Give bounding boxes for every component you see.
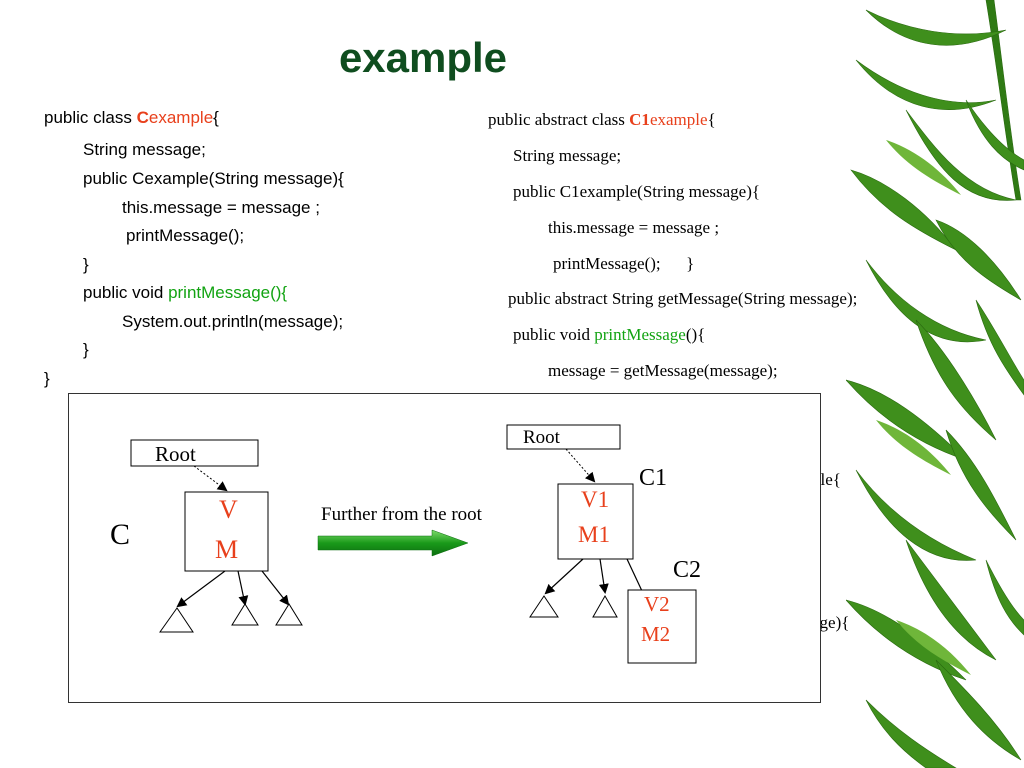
left-code-line-5: printMessage(); bbox=[126, 226, 245, 245]
right-root-box: Root bbox=[506, 424, 621, 450]
right-code-partial-2: age){ bbox=[812, 613, 850, 632]
left-class-node bbox=[184, 491, 269, 572]
c1-m-label: M1 bbox=[578, 522, 610, 547]
arrow-label: Further from the root bbox=[321, 504, 483, 525]
c1-branch-3 bbox=[626, 558, 643, 592]
left-root-label: Root bbox=[155, 442, 196, 466]
c2-class-node bbox=[627, 589, 697, 664]
left-branch-2 bbox=[237, 570, 249, 606]
c2-v-label: V2 bbox=[644, 592, 670, 616]
left-code-line-6: } bbox=[83, 255, 89, 274]
right-code-line-8: message = getMessage(message); bbox=[548, 361, 778, 380]
left-code-line-2: String message; bbox=[83, 140, 206, 159]
left-branch-1 bbox=[176, 570, 226, 608]
right-code-line-2: String message; bbox=[513, 146, 622, 165]
right-code-line-1: public abstract class C1example{ bbox=[488, 110, 716, 129]
c1-branch-1 bbox=[544, 558, 584, 595]
left-root-box: Root bbox=[130, 439, 259, 467]
left-code-line-7: public void printMessage(){ bbox=[83, 283, 288, 302]
c1-class-node bbox=[557, 483, 634, 560]
right-arrow-icon bbox=[317, 529, 469, 557]
c1-label: C1 bbox=[639, 465, 667, 491]
triangle-icon bbox=[231, 603, 259, 626]
c1-branch-2 bbox=[598, 558, 609, 594]
left-v-label: V bbox=[219, 495, 238, 524]
inheritance-diagram: Root C V M Further from the root Root C1… bbox=[110, 424, 701, 664]
left-class-label: C bbox=[110, 518, 130, 551]
right-root-label: Root bbox=[523, 427, 561, 448]
right-code-line-5: printMessage(); } bbox=[553, 254, 695, 273]
left-branch-3 bbox=[261, 570, 290, 606]
right-code-line-7: public void printMessage(){ bbox=[513, 325, 706, 344]
right-code-line-4: this.message = message ; bbox=[548, 218, 720, 237]
triangle-icon bbox=[159, 607, 194, 633]
triangle-icon bbox=[592, 594, 618, 618]
left-code-line-4: this.message = message ; bbox=[122, 198, 320, 217]
left-code-line-9: } bbox=[83, 340, 89, 359]
left-code-line-3: public Cexample(String message){ bbox=[83, 169, 344, 188]
triangle-icon bbox=[275, 603, 303, 626]
left-code-line-8: System.out.println(message); bbox=[122, 312, 344, 331]
c2-m-label: M2 bbox=[641, 622, 670, 646]
triangle-icon bbox=[529, 595, 559, 618]
left-code-line-10: } bbox=[44, 369, 50, 388]
left-root-pointer bbox=[193, 465, 228, 492]
left-code-line-1: public class Cexample{ bbox=[44, 108, 219, 127]
right-root-pointer bbox=[565, 448, 596, 483]
c1-v-label: V1 bbox=[581, 487, 609, 512]
left-m-label: M bbox=[215, 535, 238, 564]
c2-label: C2 bbox=[673, 557, 701, 583]
right-code-line-3: public C1example(String message){ bbox=[513, 182, 761, 201]
right-code-line-6: public abstract String getMessage(String… bbox=[508, 289, 858, 308]
bamboo-leaves-icon bbox=[846, 0, 1024, 768]
slide-title: example bbox=[338, 34, 508, 81]
